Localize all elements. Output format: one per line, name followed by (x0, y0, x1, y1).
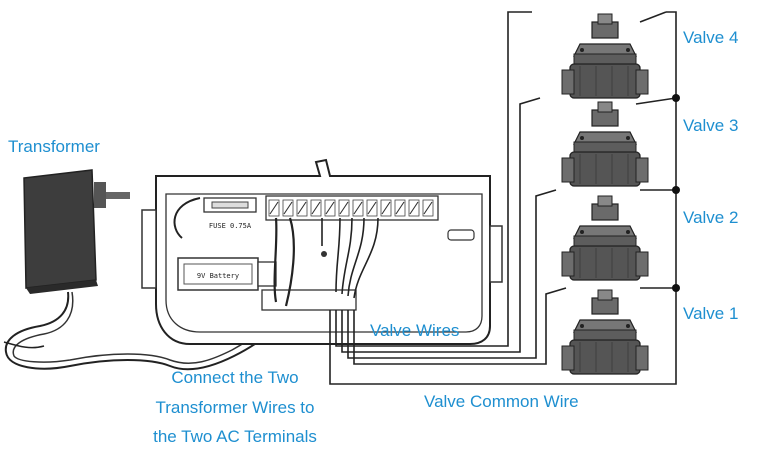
controller-left-tab (141, 209, 157, 289)
common-tap-4 (639, 11, 667, 23)
ac-wire-2 (284, 217, 295, 307)
zone-wire-c (347, 217, 365, 297)
common-tap-3 (635, 97, 677, 105)
terminal-screw (324, 199, 336, 217)
zone-wire-d (353, 217, 379, 299)
splice-dot-2 (672, 186, 680, 194)
valve-wire-2 (347, 189, 557, 359)
terminal-screw (422, 199, 434, 217)
controller: FUSE 0.75A 9V Battery (141, 158, 503, 345)
valve-wire-1 (353, 287, 567, 365)
controller-right-tab (489, 225, 503, 283)
battery-lead (173, 197, 201, 239)
ac-wire-1 (273, 217, 278, 303)
valve-3 (561, 101, 649, 187)
fuse-text: FUSE 0.75A (209, 222, 252, 230)
connect-instruction-line-1: Connect the Two (171, 368, 299, 387)
terminal-screw (296, 199, 308, 217)
zone-wire-b (341, 217, 353, 295)
splice-dot-3 (672, 94, 680, 102)
transformer-base (26, 280, 98, 294)
terminal-screw (338, 199, 350, 217)
battery-clip (257, 261, 277, 287)
valve-wire-3 (341, 97, 541, 353)
transformer-plug-base (94, 182, 106, 208)
valve-2 (561, 195, 649, 281)
transformer-plug-prong (104, 192, 130, 199)
valve-wire-4 (335, 11, 532, 347)
valve-4 (561, 13, 649, 99)
terminal-screws (268, 199, 434, 217)
splice-dot-1 (672, 284, 680, 292)
valve-common-wire-label: Valve Common Wire (424, 392, 579, 411)
valve-1-label: Valve 1 (683, 304, 739, 323)
splice-dots (672, 94, 680, 292)
connect-instruction-line-3: the Two AC Terminals (153, 427, 317, 446)
common-wire (329, 11, 677, 385)
terminal-screw (380, 199, 392, 217)
terminal-screw (282, 199, 294, 217)
transformer-body (23, 169, 97, 289)
terminal-screw (310, 199, 322, 217)
terminal-screw (268, 199, 280, 217)
connect-instruction-line-2: Transformer Wires to (155, 398, 315, 417)
fuse-element (211, 201, 249, 209)
mounting-hole (321, 251, 327, 257)
field-wiring (329, 11, 677, 385)
valve-2-label: Valve 2 (683, 208, 739, 227)
valve-3-label: Valve 3 (683, 116, 739, 135)
controller-inner-frame (165, 193, 483, 333)
zone-wire-a (335, 217, 341, 293)
valve-4-label: Valve 4 (683, 28, 739, 47)
transformer-label: Transformer (8, 137, 100, 156)
terminal-screw (394, 199, 406, 217)
terminal-screw (352, 199, 364, 217)
terminal-screw (366, 199, 378, 217)
terminal-screw (408, 199, 420, 217)
transformer (3, 169, 290, 371)
battery-text: 9V Battery (197, 272, 239, 280)
valve-1 (561, 289, 649, 375)
battery-label-box (183, 263, 253, 285)
transformer-cord-c (3, 341, 45, 349)
valves (561, 13, 649, 375)
controller-right-slot (447, 229, 475, 241)
valve-wires-label: Valve Wires (370, 321, 460, 340)
